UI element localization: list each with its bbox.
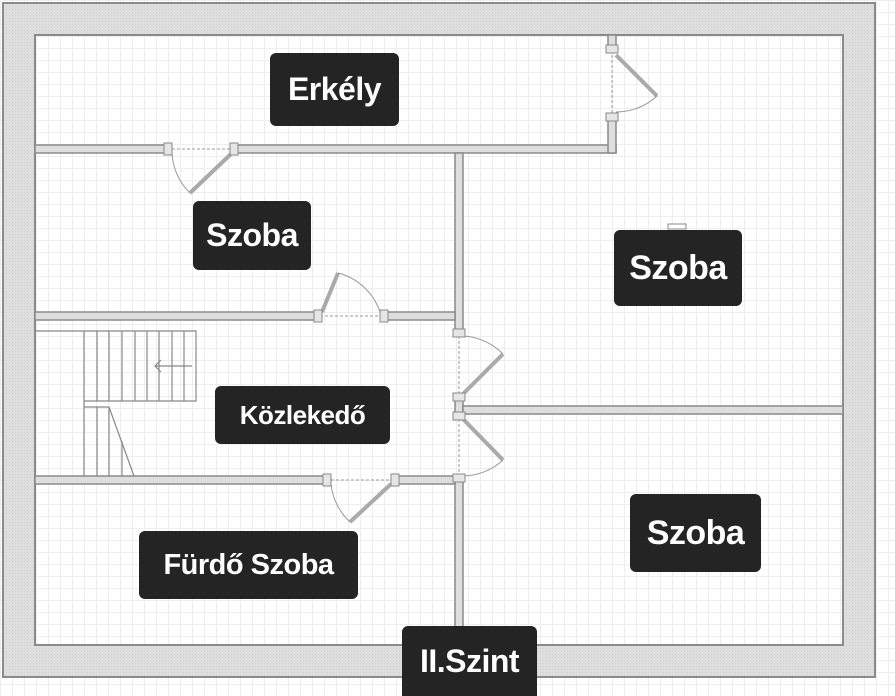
window-mark (667, 223, 687, 230)
doors (171, 50, 659, 524)
room-label-erkely: Erkély (270, 53, 399, 126)
door-jambs (163, 44, 619, 487)
room-label-kozlekedo: Közlekedő (215, 386, 390, 444)
staircase (36, 330, 197, 477)
room-label-szoba-right-bottom: Szoba (630, 494, 761, 572)
room-label-furdo-szoba: Fürdő Szoba (139, 531, 358, 599)
outer-wall (2, 2, 876, 678)
room-label-szoba-right-top: Szoba (614, 230, 742, 306)
room-label-szoba-left: Szoba (193, 201, 311, 270)
level-label: II.Szint (402, 626, 537, 696)
